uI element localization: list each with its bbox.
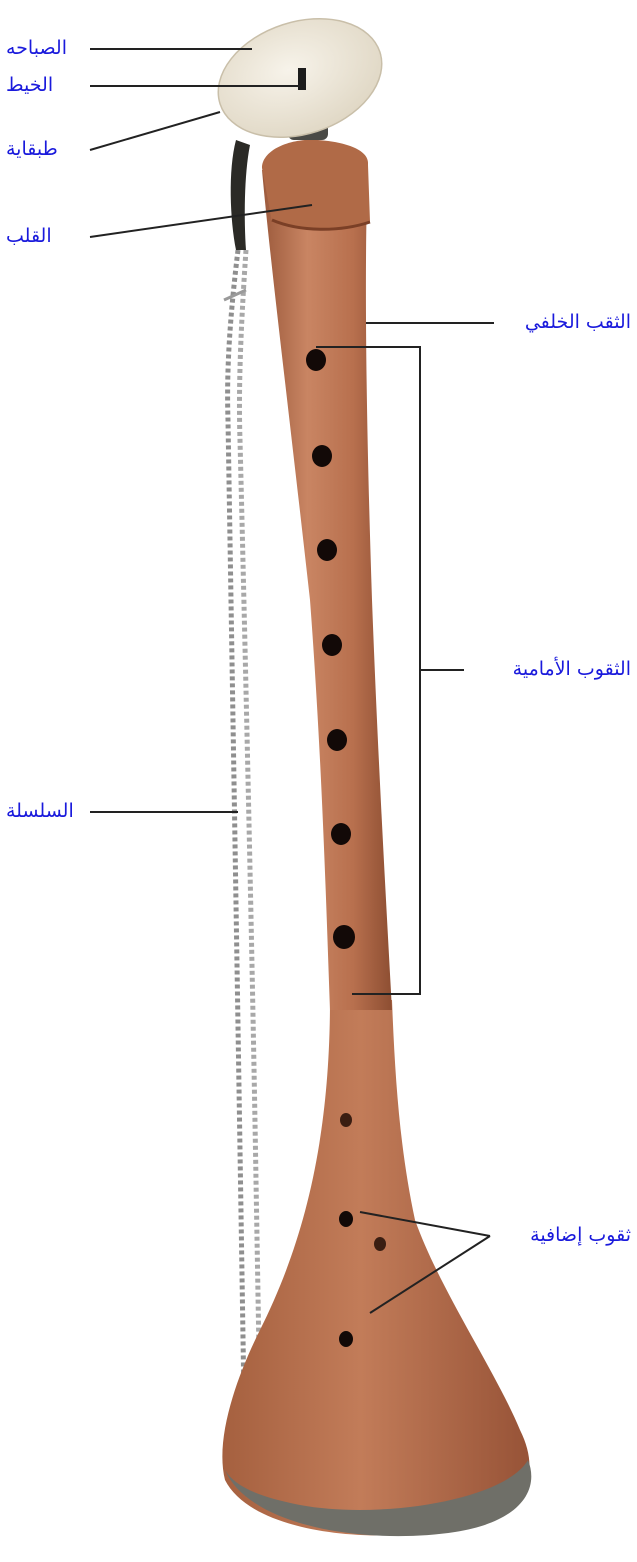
heart-section (262, 140, 370, 230)
body-tube (262, 165, 392, 1010)
label-qalb: القلب (6, 227, 52, 246)
label-sabaha: الصباحه (6, 39, 67, 58)
label-khait: الخيط (6, 76, 53, 95)
label-back-hole: الثقب الخلفي (525, 313, 631, 332)
chain (224, 250, 260, 1410)
label-extra-holes: ثقوب إضافية (530, 1226, 631, 1245)
bell (222, 1000, 529, 1536)
label-silsila: السلسلة (6, 802, 74, 821)
strap (231, 140, 250, 250)
label-tabaqaya: طبقاية (6, 140, 58, 159)
label-front-holes: الثقوب الأمامية (513, 660, 631, 679)
